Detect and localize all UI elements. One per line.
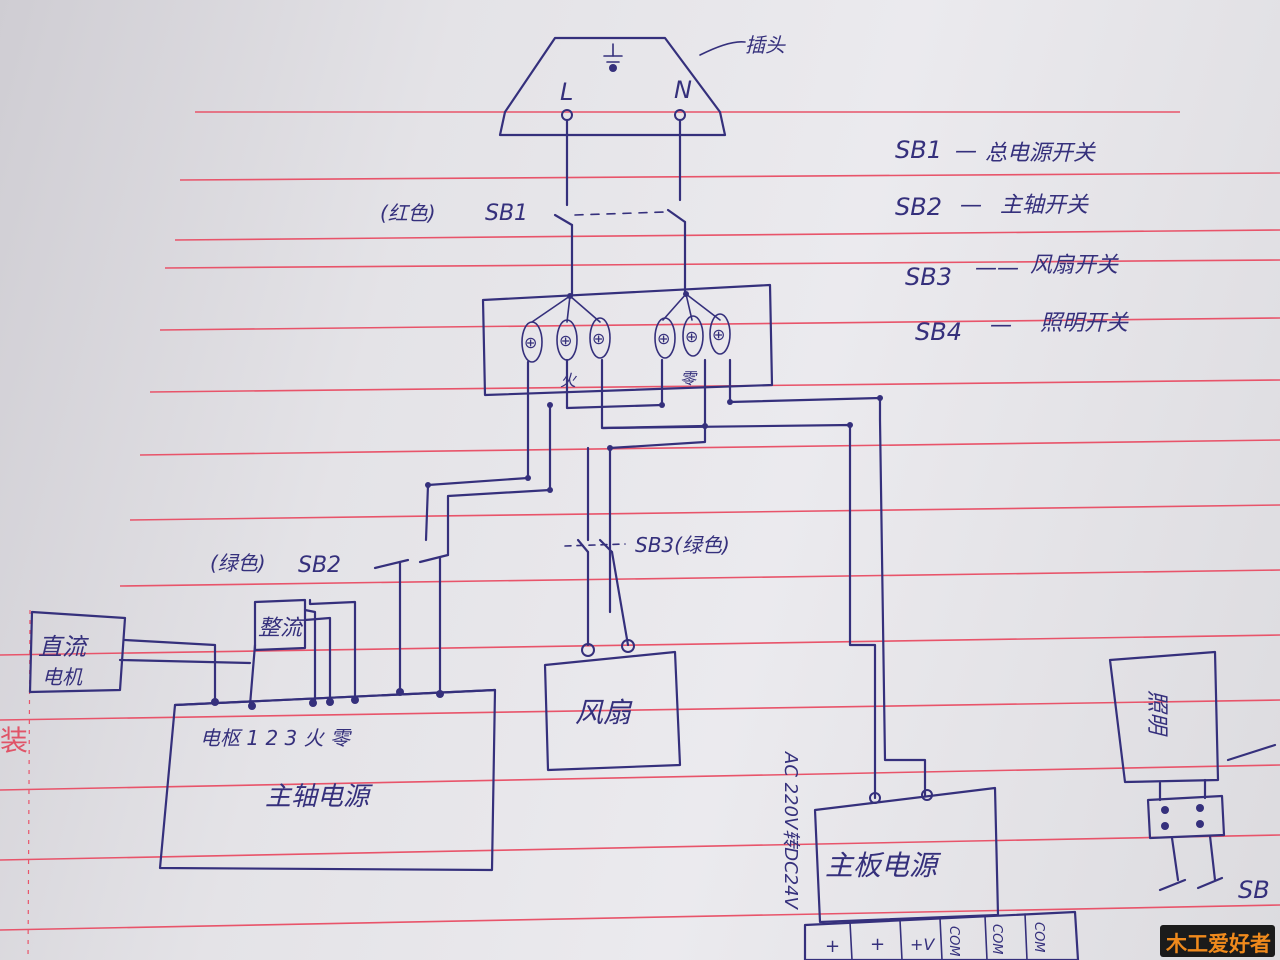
bottom-terminal-2: +	[870, 934, 885, 955]
light-fixture: 照明 SB	[1108, 650, 1277, 904]
sb2-color-label: (绿色)	[210, 551, 266, 575]
fan-label: 风扇	[575, 696, 633, 729]
svg-text:⊕: ⊕	[657, 329, 670, 348]
sb1-label: SB1	[485, 201, 528, 226]
svg-text:—: —	[960, 193, 982, 218]
main-power-box: 主板电源 AC 220V转DC24V + + +V COM COM COM	[780, 751, 1080, 960]
sb2-label: SB2	[298, 553, 341, 578]
terminal-block: ⊕ ⊕ ⊕ ⊕ ⊕ ⊕ 火 零	[481, 283, 774, 397]
svg-text:⊕: ⊕	[712, 325, 725, 344]
legend: SB1 — 总电源开关 SB2 — 主轴开关 SB3 —— 风扇开关 SB4 —…	[895, 136, 1129, 346]
legend-code-1: SB1	[895, 136, 942, 164]
bottom-terminal-1: +	[825, 936, 840, 957]
plug-callout: 插头	[745, 33, 786, 57]
switch-sb2: (绿色) SB2	[210, 551, 450, 695]
main-power-label: 主板电源	[825, 849, 942, 882]
plug: L N 插头	[498, 33, 786, 137]
bottom-terminal-5: COM	[989, 924, 1004, 955]
legend-code-2: SB2	[895, 193, 942, 221]
legend-desc-1: 总电源开关	[985, 141, 1096, 166]
plug-n-label: N	[674, 76, 692, 104]
svg-text:⊕: ⊕	[685, 327, 698, 346]
bottom-terminal-6: COM	[1031, 922, 1046, 953]
legend-code-4: SB4	[915, 318, 962, 346]
spindle-terminal-labels: 电枢 1 2 3 火 零	[200, 726, 352, 750]
ac-dc-note: AC 220V转DC24V	[780, 751, 801, 911]
svg-text:—: —	[955, 139, 977, 164]
margin-mark: 装	[0, 724, 28, 757]
switch-sb1: (红色) SB1	[380, 201, 687, 297]
bottom-terminal-4: COM	[946, 926, 961, 957]
block-fire-label: 火	[560, 371, 578, 390]
motor-label-line1: 直流	[38, 633, 89, 661]
svg-text:—: —	[990, 313, 1012, 338]
legend-desc-4: 照明开关	[1040, 311, 1129, 336]
switch-sb3: SB3(绿色)	[564, 446, 730, 647]
block-zero-label: 零	[680, 369, 698, 388]
motor-label-line2: 电机	[42, 665, 83, 689]
legend-code-3: SB3	[905, 263, 952, 291]
ruled-lines	[0, 111, 1280, 931]
bottom-terminal-3: +V	[910, 935, 935, 954]
watermark-logo: 木工爱好者	[1160, 925, 1275, 957]
plug-l-label: L	[560, 78, 573, 106]
svg-text:⊕: ⊕	[559, 331, 572, 350]
spindle-power-box: 电枢 1 2 3 火 零 主轴电源	[158, 688, 497, 872]
distribution-wires	[424, 358, 927, 800]
spindle-power-label: 主轴电源	[265, 782, 373, 812]
svg-text:⊕: ⊕	[592, 329, 605, 348]
sb1-color-label: (红色)	[380, 201, 436, 225]
light-label: 照明	[1144, 690, 1169, 737]
rectifier-bridge: 整流	[248, 598, 357, 707]
watermark-text: 木工爱好者	[1165, 932, 1271, 956]
svg-text:⊕: ⊕	[524, 333, 537, 352]
svg-text:——: ——	[975, 256, 1019, 281]
legend-desc-3: 风扇开关	[1030, 253, 1119, 278]
sb-partial-label: SB	[1238, 876, 1270, 904]
fan-box: 风扇	[543, 639, 682, 772]
legend-desc-2: 主轴开关	[1000, 193, 1089, 218]
bridge-label: 整流	[258, 616, 305, 641]
sb3-label: SB3(绿色)	[635, 533, 730, 557]
dc-motor: 直流 电机	[28, 610, 252, 702]
